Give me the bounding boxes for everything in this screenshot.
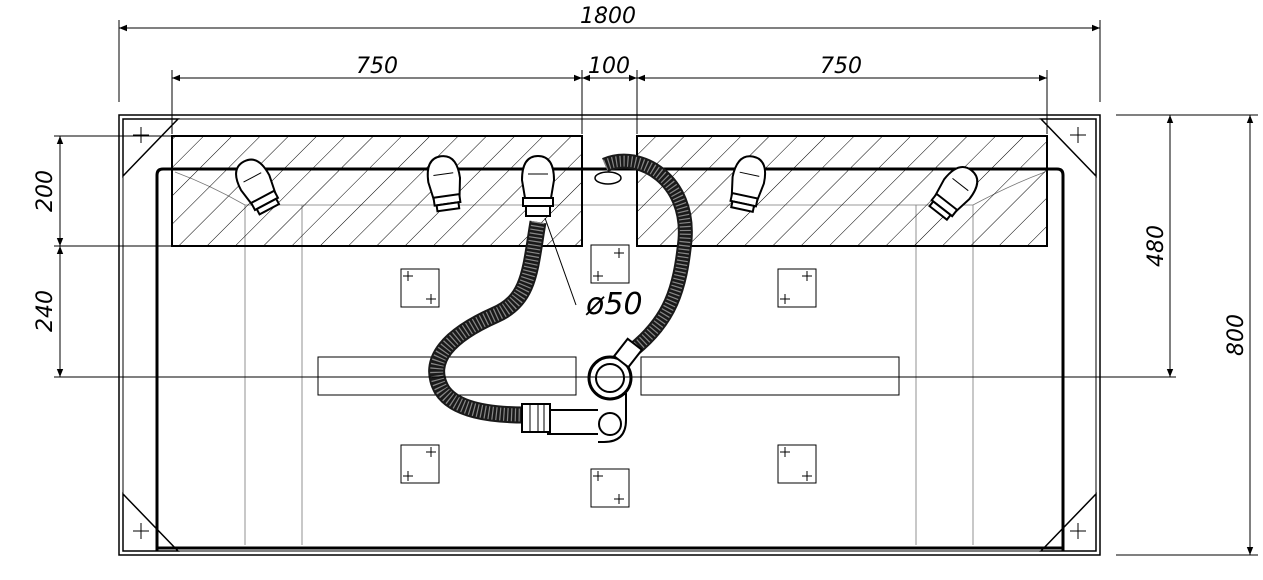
dim-label-tray-depth: 200: [33, 170, 58, 212]
drain-fitting: [235, 158, 281, 216]
mount-plate: [590, 244, 630, 284]
mount-plate: [777, 444, 817, 484]
dim-label-drain-diameter: ø50: [585, 287, 643, 322]
mount-plate: [400, 268, 440, 308]
tray-left: [171, 135, 583, 247]
tray-right: [636, 135, 1048, 247]
mount-plate: [777, 268, 817, 308]
mount-plate: [400, 444, 440, 484]
dimension-overall-depth: 800: [1224, 115, 1254, 555]
dim-label-right-section: 750: [820, 54, 862, 79]
dimension-drain-offset: 240: [33, 246, 64, 377]
dim-label-overall-depth: 800: [1224, 314, 1249, 356]
drain-fitting: [729, 155, 767, 213]
dimension-overall-width: 1800: [119, 4, 1100, 32]
siphon-trap: [521, 337, 644, 443]
dim-label-left-section: 750: [356, 54, 398, 79]
corner-bracket-top-left: [122, 118, 180, 178]
corner-bracket-bottom-right: [1039, 492, 1097, 552]
corner-bracket-top-right: [1039, 118, 1097, 178]
corner-bracket-bottom-left: [122, 492, 180, 552]
drain-fitting: [928, 166, 979, 222]
dim-label-drain-offset: 240: [33, 290, 58, 332]
mount-plate: [590, 468, 630, 508]
dim-label-inner-depth: 480: [1144, 225, 1169, 267]
dimension-tray-depth: 200: [33, 136, 64, 246]
dim-label-overall-width: 1800: [580, 4, 636, 29]
drain-diameter-callout: ø50: [544, 217, 643, 322]
extension-lines: [54, 20, 1258, 556]
hose-right: [602, 153, 693, 356]
dimension-left-section: 750: [172, 54, 582, 82]
dim-label-gap: 100: [588, 54, 630, 79]
overflow-opening: [594, 171, 622, 185]
dimension-right-section: 750: [637, 54, 1047, 82]
dimension-gap: 100: [582, 54, 637, 82]
hose-left: [428, 220, 547, 424]
dimension-inner-depth: 480: [1144, 115, 1174, 377]
mounting-plates: [400, 244, 817, 508]
drain-fitting: [520, 154, 556, 217]
slot-right: [640, 356, 900, 396]
drain-fitting: [426, 155, 462, 213]
